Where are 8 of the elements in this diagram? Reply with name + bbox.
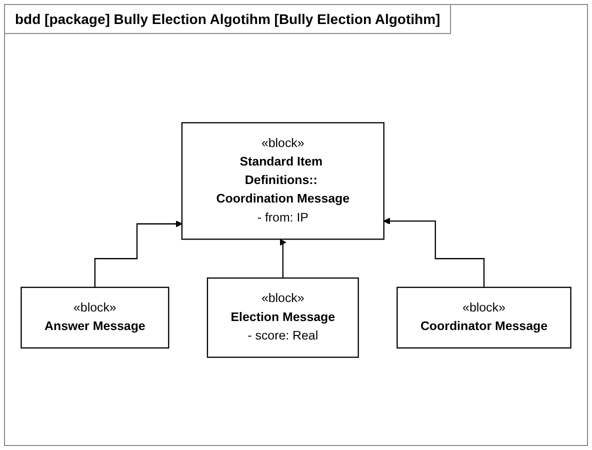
arrow: [383, 218, 485, 288]
node-box: «block» Election Message - score: Real: [206, 277, 359, 358]
node-box: «block» Answer Message: [20, 286, 170, 349]
arrow: [279, 238, 286, 279]
node-box: «block» Standard Item Definitions:: Coordination Message - from: IP: [181, 122, 384, 240]
arrow: [94, 220, 182, 288]
node-box: «block» Coordinator Message: [396, 286, 572, 349]
frame-title: bdd [package] Bully Election Algotihm [Bully Election Algotihm]: [5, 5, 452, 34]
